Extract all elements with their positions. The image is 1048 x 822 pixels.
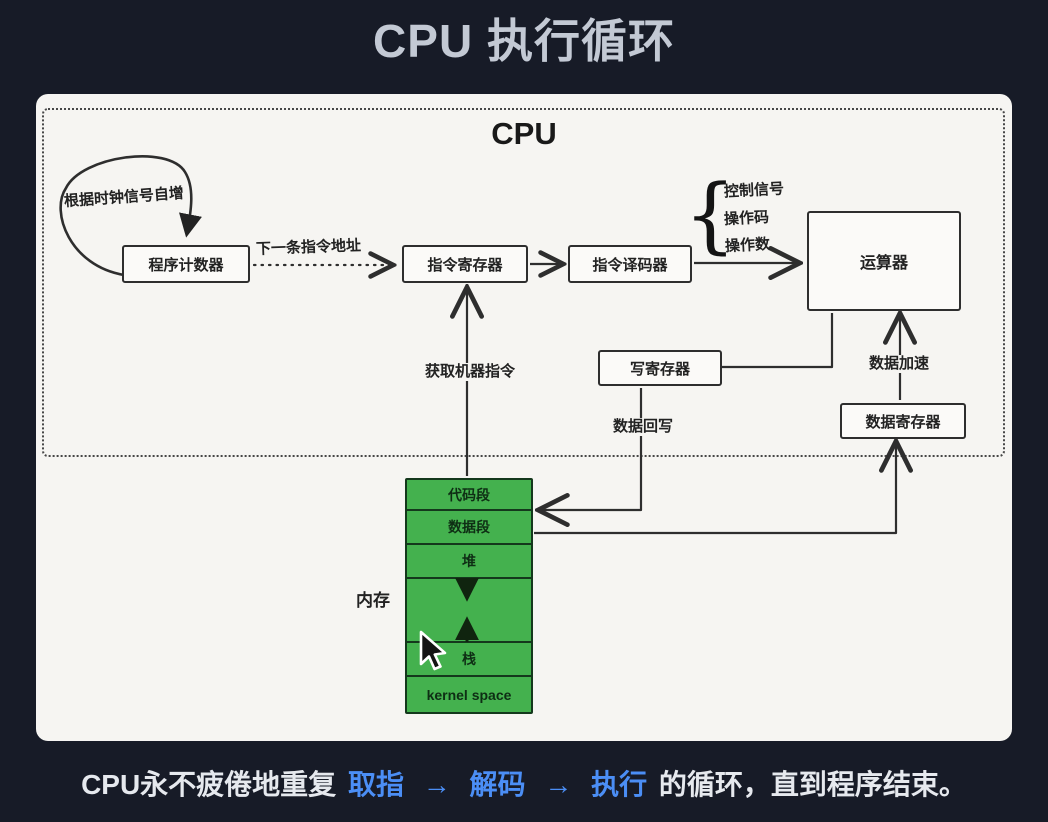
- write-register-to-alu-line: [722, 313, 834, 369]
- memory-to-data-register-arrow: [534, 444, 896, 535]
- caption-prefix: CPU永不疲倦地重复: [81, 769, 337, 800]
- fetch-machine-instruction-label: 获取机器指令: [422, 363, 519, 381]
- data-register-box: 数据寄存器: [840, 403, 966, 439]
- data-writeback-label: 数据回写: [610, 418, 677, 436]
- alu-box: 运算器: [807, 211, 961, 311]
- memory-row-code-segment: 代码段: [407, 480, 531, 511]
- caption-fetch: 取指: [347, 769, 404, 800]
- operand-label: 操作数: [724, 235, 771, 256]
- caption-execute: 执行: [591, 769, 648, 800]
- page-title: CPU 执行循环: [373, 15, 675, 67]
- memory-row-data-segment: 数据段: [407, 511, 531, 545]
- mouse-cursor-icon: [419, 630, 447, 671]
- memory-row-kernel-space: kernel space: [426, 686, 512, 703]
- program-counter-box: 程序计数器: [122, 245, 250, 283]
- next-instruction-address-label: 下一条指令地址: [255, 237, 362, 258]
- opcode-label: 操作码: [723, 208, 770, 229]
- caption-decode: 解码: [469, 769, 526, 800]
- cpu-boundary-box: [42, 108, 1005, 457]
- memory-row-free-space: [407, 579, 531, 643]
- control-signal-label: 控制信号: [723, 180, 785, 201]
- memory-row-stack: 栈: [407, 643, 531, 677]
- write-register-box: 写寄存器: [598, 350, 722, 386]
- caption-arrow-1: →: [422, 769, 451, 800]
- instruction-decoder-box: 指令译码器: [568, 245, 692, 283]
- writeback-to-memory-arrow: [541, 388, 643, 510]
- memory-label: 内存: [356, 591, 390, 610]
- caption-suffix: 的循环，直到程序结束。: [658, 769, 967, 800]
- caption: CPU永不疲倦地重复 取指 → 解码 → 执行 的循环，直到程序结束。: [0, 763, 1048, 803]
- diagram-panel: CPU 程序计数器 指令寄: [36, 94, 1012, 741]
- cpu-label: CPU: [491, 116, 557, 151]
- caption-arrow-2: →: [544, 769, 573, 800]
- decoder-output-brace: {: [684, 168, 737, 263]
- data-accelerate-label: 数据加速: [866, 355, 933, 373]
- pc-self-increment-loop-arrow: [59, 155, 202, 277]
- instruction-register-box: 指令寄存器: [402, 245, 528, 283]
